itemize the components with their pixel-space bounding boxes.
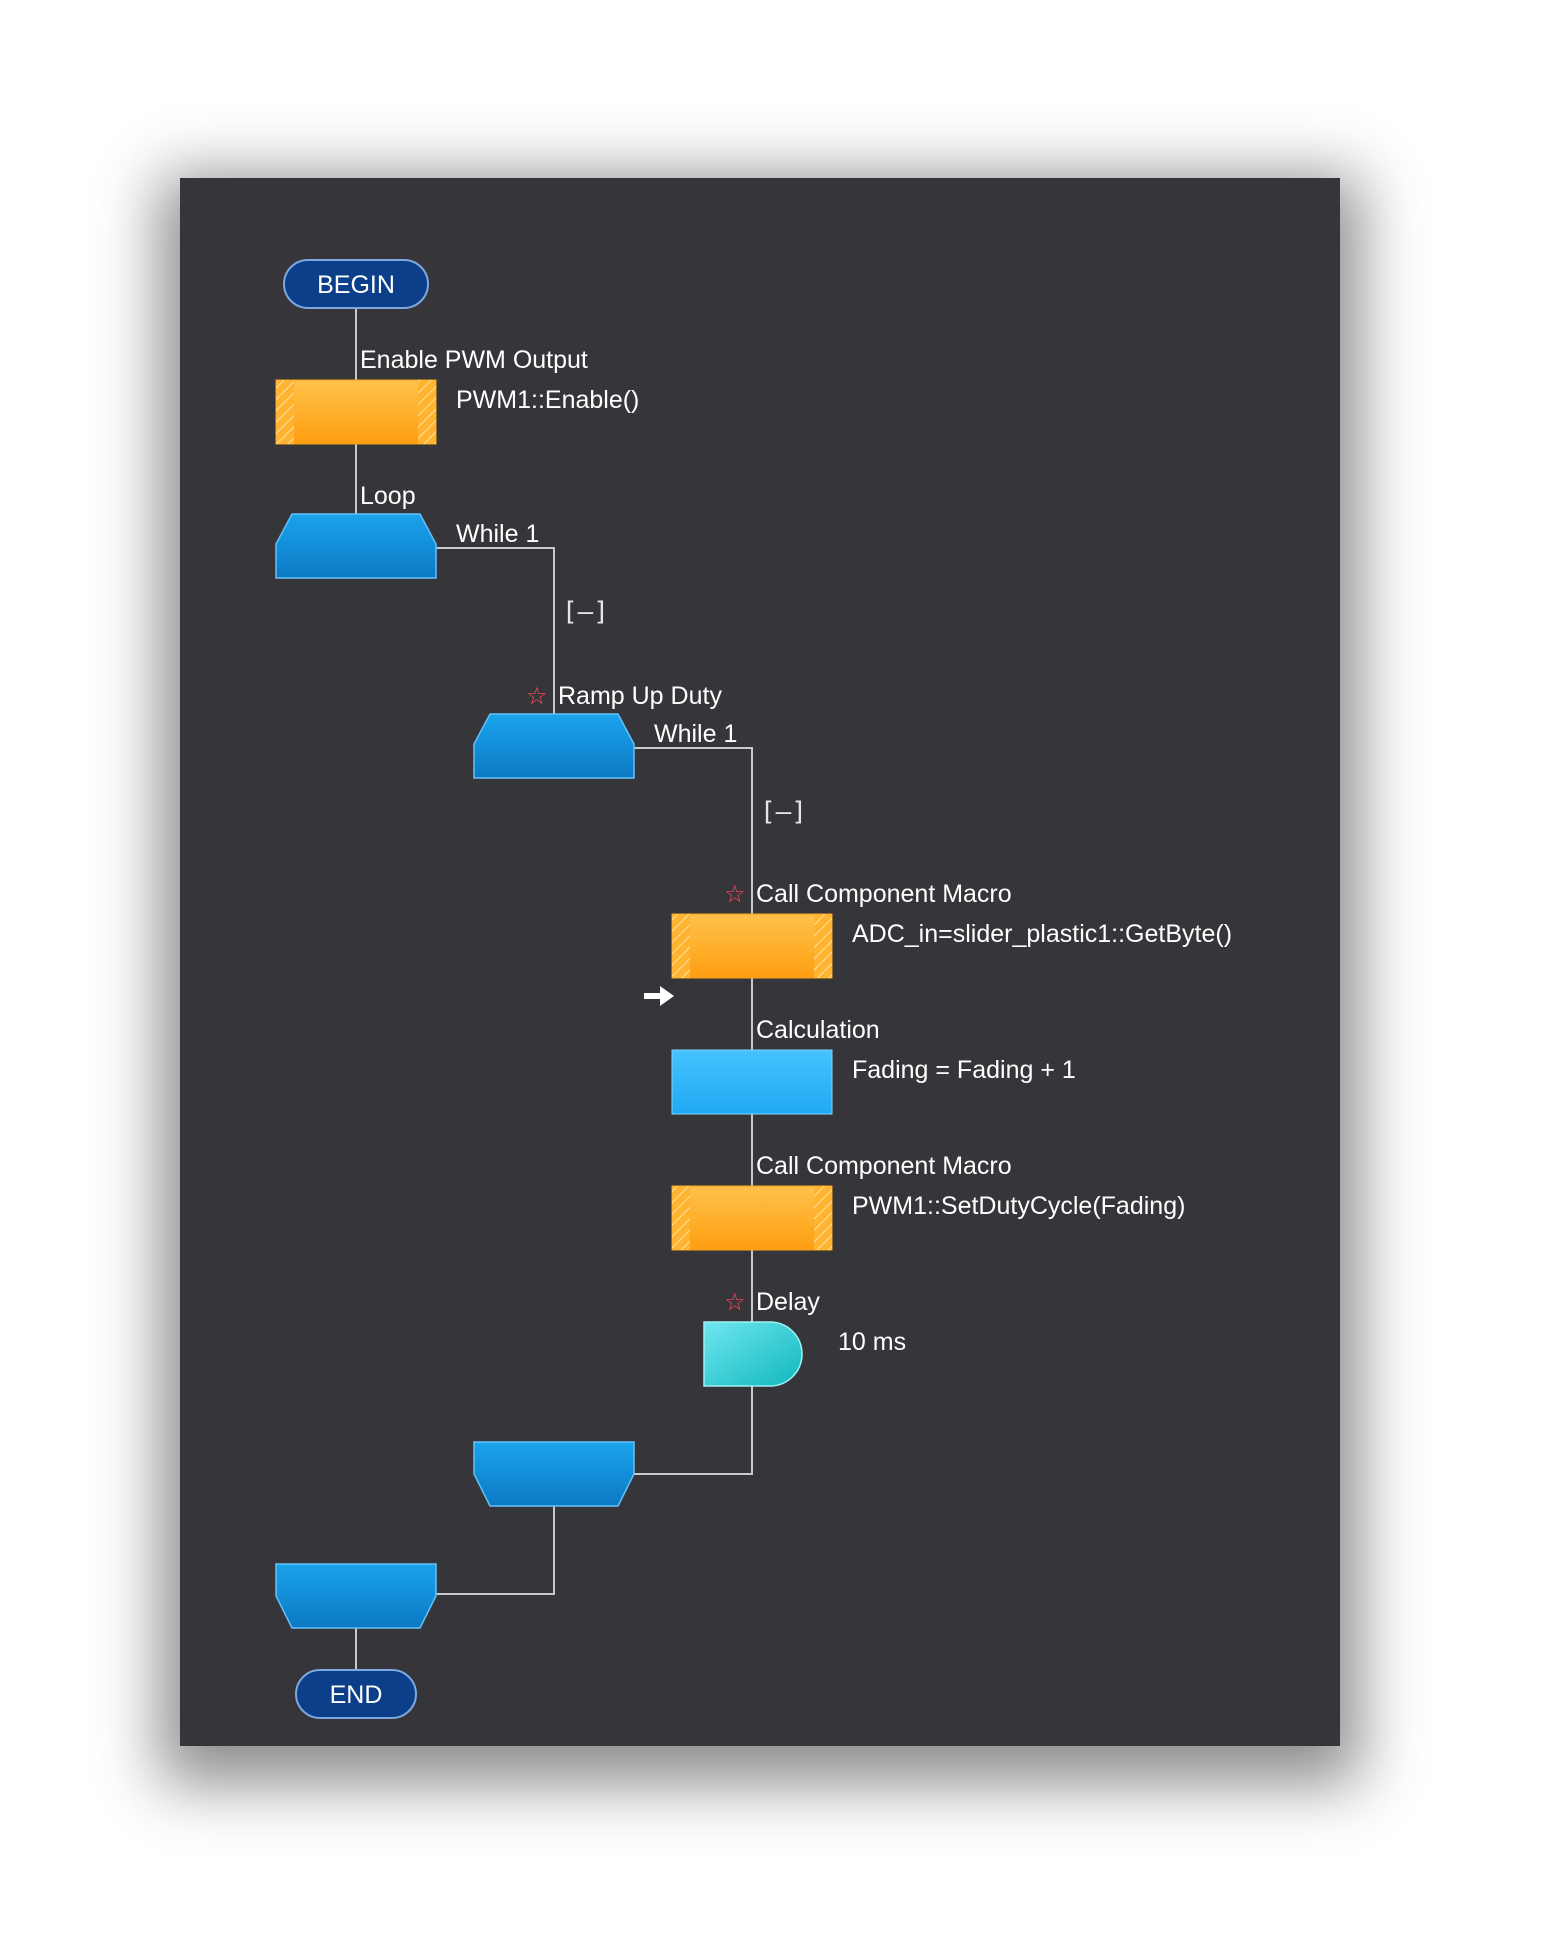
loop-collapse-toggle[interactable]: [–]	[562, 597, 609, 627]
enable-pwm-title: Enable PWM Output	[360, 346, 588, 374]
begin-label: BEGIN	[317, 271, 395, 299]
calculation-detail: Fading = Fading + 1	[852, 1056, 1076, 1084]
delay-star-icon: ☆	[724, 1288, 746, 1316]
calculation-title: Calculation	[756, 1016, 880, 1044]
loop-block[interactable]: Loop While 1 [–]	[275, 482, 609, 627]
call-setduty-detail: PWM1::SetDutyCycle(Fading)	[852, 1192, 1185, 1220]
loop-title: Loop	[360, 482, 416, 510]
wire-loop-body	[436, 547, 555, 714]
enable-pwm-block[interactable]: Enable PWM Output PWM1::Enable()	[275, 346, 639, 445]
end-label: END	[330, 1681, 383, 1709]
calculation-block[interactable]: Calculation Fading = Fading + 1	[671, 1016, 1076, 1115]
wire-delay-rampend	[634, 1386, 753, 1475]
ramp-up-title: Ramp Up Duty	[558, 682, 722, 710]
delay-block[interactable]: ☆ Delay 10 ms	[703, 1288, 906, 1387]
enable-pwm-detail: PWM1::Enable()	[456, 386, 639, 414]
call-setduty-title: Call Component Macro	[756, 1152, 1012, 1180]
call-getbyte-title: Call Component Macro	[756, 880, 1012, 908]
flowchart: BEGIN Enable PWM Output PWM1::Enable() L…	[275, 259, 1232, 1719]
call-getbyte-star-icon: ☆	[724, 880, 746, 908]
call-setduty-block[interactable]: Call Component Macro PWM1::SetDutyCycle(…	[671, 1152, 1185, 1251]
call-getbyte-block[interactable]: ☆ Call Component Macro ADC_in=slider_pla…	[671, 880, 1232, 979]
delay-title: Delay	[756, 1288, 820, 1316]
ramp-up-star-icon: ☆	[526, 682, 548, 710]
ramp-up-loop-end[interactable]	[473, 1441, 635, 1507]
ramp-up-collapse-toggle[interactable]: [–]	[760, 797, 807, 827]
ramp-up-block[interactable]: ☆ Ramp Up Duty While 1 [–]	[473, 682, 807, 827]
loop-end[interactable]	[275, 1563, 437, 1629]
wire-ramp-body	[634, 747, 753, 914]
end-terminal[interactable]: END	[295, 1669, 417, 1719]
ramp-up-condition: While 1	[654, 720, 737, 748]
right-arrow-icon	[644, 986, 674, 1006]
wire-rampend-loopend	[436, 1506, 555, 1595]
call-getbyte-detail: ADC_in=slider_plastic1::GetByte()	[852, 920, 1232, 948]
delay-detail: 10 ms	[838, 1328, 906, 1356]
connectors	[355, 308, 753, 1670]
flowchart-canvas: BEGIN Enable PWM Output PWM1::Enable() L…	[180, 178, 1340, 1746]
begin-terminal[interactable]: BEGIN	[283, 259, 429, 309]
loop-condition: While 1	[456, 520, 539, 548]
